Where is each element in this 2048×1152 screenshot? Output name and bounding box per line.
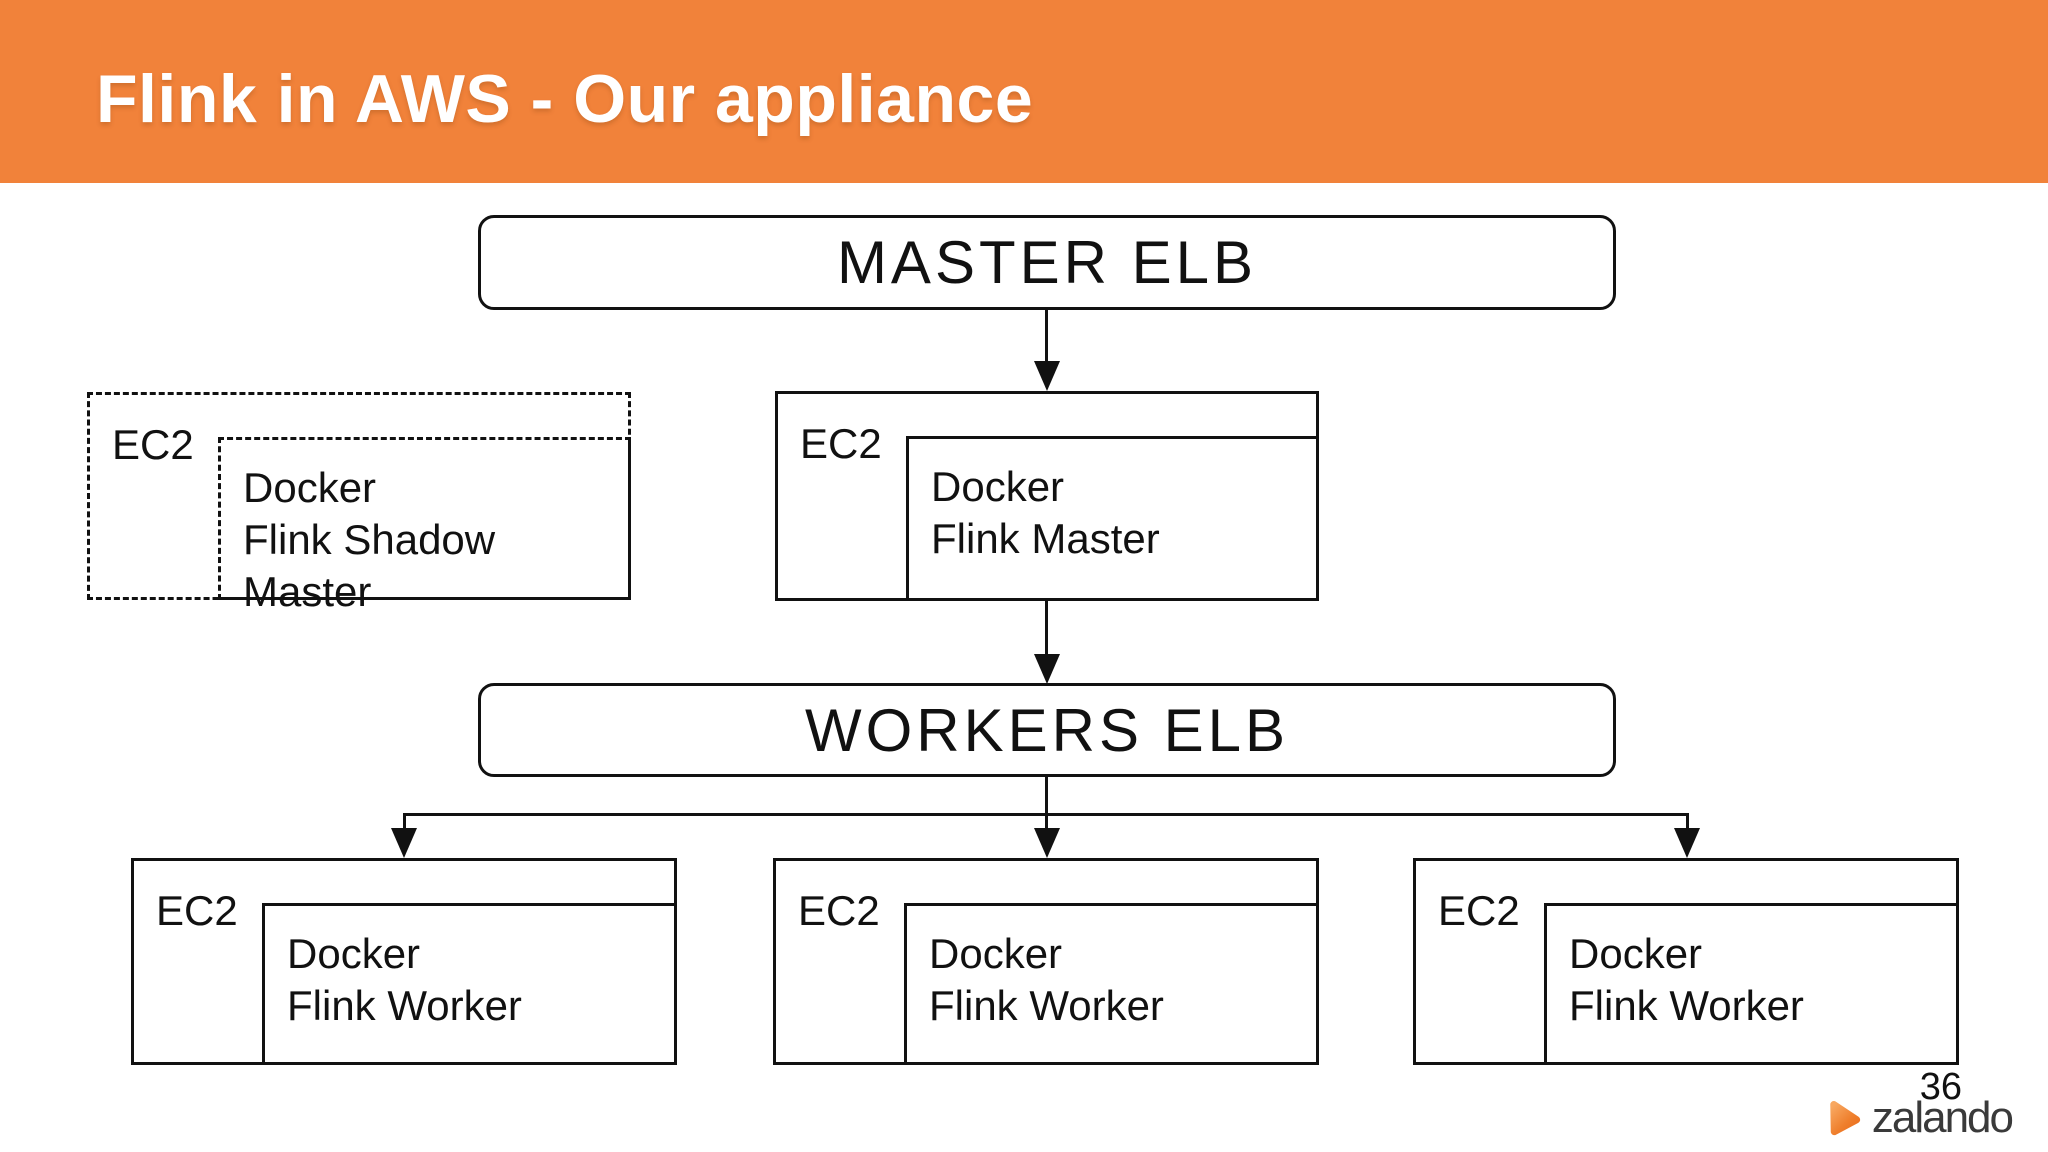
master-elb-node: MASTER ELB — [478, 215, 1616, 310]
docker-line: Docker — [929, 930, 1063, 977]
ec2-worker-2-node: EC2 Docker Flink Worker — [773, 858, 1319, 1065]
flink-worker-line: Flink Worker — [929, 982, 1164, 1029]
docker-line: Docker — [931, 463, 1065, 510]
ec2-label: EC2 — [156, 887, 238, 934]
connector-ec2-to-workers-elb — [1045, 599, 1048, 657]
arrowhead-worker-2 — [1034, 828, 1060, 858]
docker-line: Docker — [287, 930, 421, 977]
ec2-worker-1-node: EC2 Docker Flink Worker — [131, 858, 677, 1065]
zalando-triangle-icon — [1830, 1101, 1861, 1136]
docker-master-container: Docker Flink Master — [906, 436, 1319, 601]
master-elb-label: MASTER ELB — [836, 229, 1258, 296]
workers-elb-label: WORKERS ELB — [804, 696, 1290, 764]
docker-worker-container: Docker Flink Worker — [904, 903, 1319, 1065]
connector-workers-elb-stem — [1045, 775, 1048, 816]
flink-worker-line: Flink Worker — [287, 982, 522, 1029]
ec2-label: EC2 — [1438, 887, 1520, 934]
arrowhead-master-elb-to-ec2 — [1034, 361, 1060, 391]
zalando-logo-text: zalando — [1871, 1093, 2014, 1142]
docker-line: Docker — [243, 464, 377, 511]
slide-title: Flink in AWS - Our appliance — [96, 60, 1034, 137]
ec2-label: EC2 — [798, 887, 880, 934]
ec2-master-node: EC2 Docker Flink Master — [775, 391, 1319, 601]
flink-shadow-master-line: Flink Shadow Master — [243, 516, 496, 615]
docker-line: Docker — [1569, 930, 1703, 977]
connector-branch-stub-left — [403, 813, 406, 831]
zalando-logo: zalando — [1825, 1093, 2014, 1142]
ec2-shadow-master-node: EC2 Docker Flink Shadow Master — [87, 392, 631, 615]
arrowhead-ec2-to-workers-elb — [1034, 654, 1060, 684]
ec2-label: EC2 — [800, 420, 882, 467]
docker-worker-container: Docker Flink Worker — [1544, 903, 1959, 1065]
flink-master-line: Flink Master — [931, 515, 1160, 562]
connector-branch-stub-middle — [1045, 813, 1048, 831]
connector-master-elb-to-ec2 — [1045, 309, 1048, 363]
connector-branch-stub-right — [1686, 813, 1689, 831]
slide-header: Flink in AWS - Our appliance — [0, 0, 2048, 183]
ec2-label: EC2 — [112, 421, 194, 468]
arrowhead-worker-1 — [391, 828, 417, 858]
flink-worker-line: Flink Worker — [1569, 982, 1804, 1029]
docker-shadow-master-container: Docker Flink Shadow Master — [218, 437, 631, 615]
arrowhead-worker-3 — [1674, 828, 1700, 858]
page-number: 36 — [1919, 1066, 1962, 1108]
docker-worker-container: Docker Flink Worker — [262, 903, 677, 1065]
workers-elb-node: WORKERS ELB — [478, 683, 1616, 777]
ec2-worker-3-node: EC2 Docker Flink Worker — [1413, 858, 1959, 1065]
